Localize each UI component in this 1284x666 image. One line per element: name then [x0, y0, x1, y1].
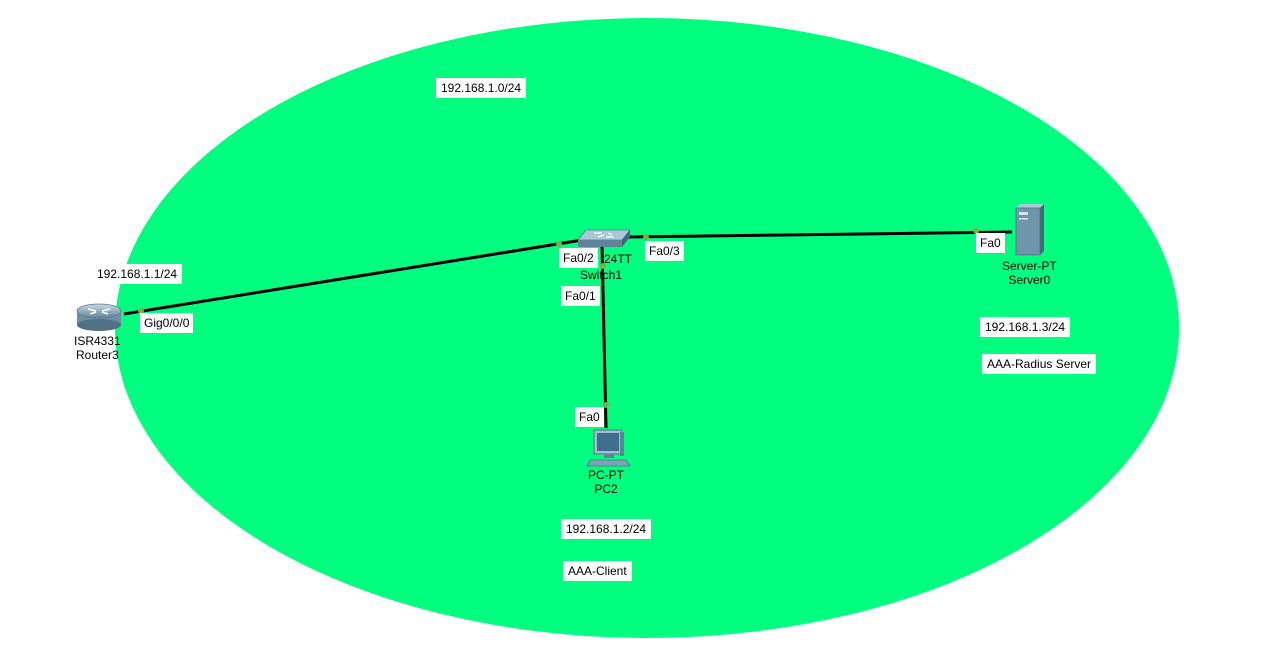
pc-ip-note: 192.168.1.2/24 [561, 519, 652, 539]
server-port-label: Fa0 [976, 233, 1005, 253]
port-dot-router [138, 308, 144, 314]
pc-model: PC-PT [588, 468, 624, 482]
server-icon[interactable] [1012, 204, 1046, 256]
switch-port-fa03-label: Fa0/3 [645, 241, 684, 261]
port-dot-server [973, 228, 979, 234]
link-switch-pc[interactable] [600, 245, 608, 429]
switch-icon[interactable] [577, 228, 631, 248]
port-dot-pc [603, 402, 609, 408]
port-dot-switch-fa01 [600, 263, 606, 269]
router-model: ISR4331 [74, 334, 121, 348]
pc-label: PC-PT PC2 [588, 468, 624, 496]
pc-name: PC2 [594, 482, 618, 496]
server-name: Server0 [1008, 273, 1051, 287]
switch-port-fa01-label: Fa0/1 [561, 286, 600, 306]
router-icon[interactable] [76, 302, 122, 332]
subnet-note: 192.168.1.0/24 [436, 78, 527, 98]
server-model: Server-PT [1002, 259, 1057, 273]
pc-icon[interactable] [586, 428, 631, 468]
pc-role-note: AAA-Client [563, 561, 632, 581]
port-dot-switch-fa02 [556, 241, 562, 247]
switch-name: Switch1 [580, 268, 623, 282]
router-ip-note: 192.168.1.1/24 [92, 264, 183, 284]
network-area [115, 18, 1179, 638]
pc-port-label: Fa0 [575, 407, 604, 427]
link-router-switch[interactable] [123, 238, 583, 316]
server-ip-note: 192.168.1.3/24 [980, 317, 1071, 337]
router-port-label: Gig0/0/0 [140, 313, 194, 333]
switch-port-fa02-label: Fa0/2 [559, 248, 598, 268]
server-role-note: AAA-Radius Server [982, 354, 1097, 374]
router-name: Router3 [76, 348, 119, 362]
switch-model-suffix: 24TT [604, 252, 633, 266]
server-label: Server-PT Server0 [1002, 259, 1057, 287]
link-switch-server[interactable] [625, 230, 1013, 239]
router-label: ISR4331 Router3 [74, 334, 121, 362]
port-dot-switch-fa03 [643, 234, 649, 240]
